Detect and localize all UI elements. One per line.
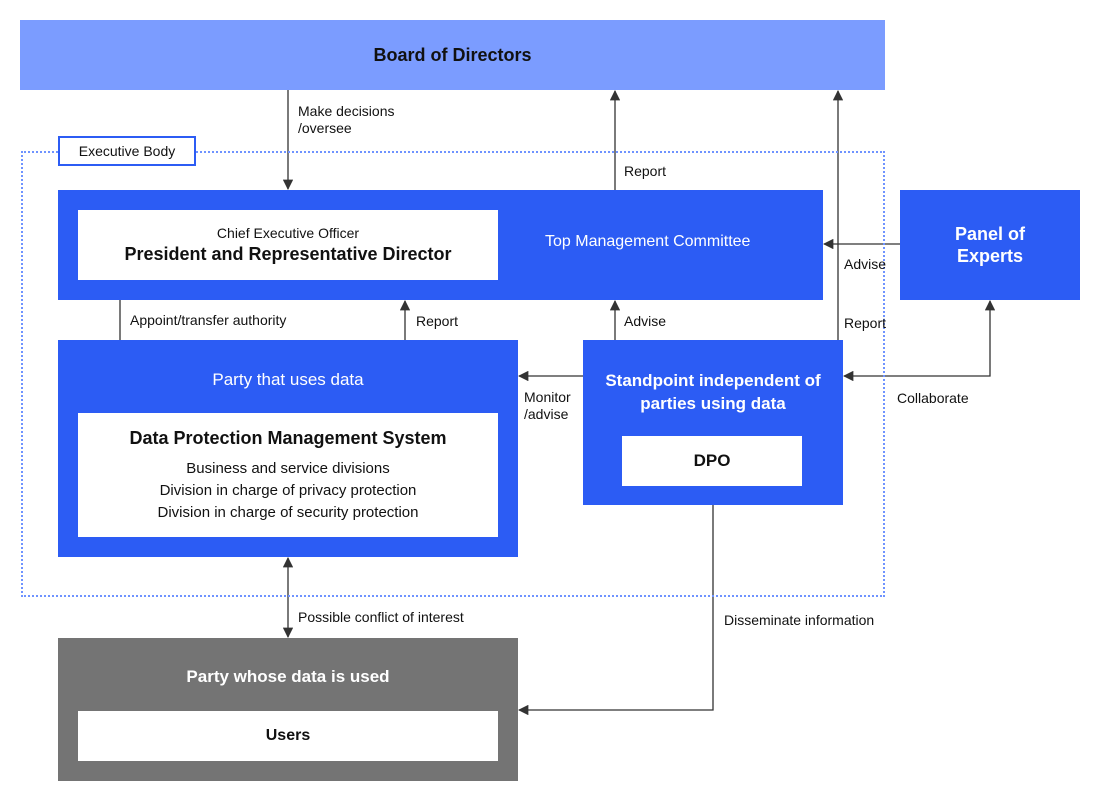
executive-body-label: Executive Body [58,136,196,166]
top-management-committee-label: Top Management Committee [545,233,751,250]
division-item: Division in charge of privacy protection [159,482,417,499]
executive-body-frame [21,151,885,597]
division-item: Business and service divisions [186,460,390,477]
data-user-title: Party that uses data [212,370,364,389]
arrow-collaborate [842,299,996,382]
ceo-subtitle: Chief Executive Officer [216,225,360,241]
edge-label-conflict: Possible conflict of interest [298,609,464,625]
edge-label-line: /oversee [298,120,352,136]
panel-of-experts-title: Panel of Experts [954,224,1025,266]
edge-label-line: Monitor [524,389,571,405]
independent-standpoint-title: Standpoint independent of parties using … [605,371,821,413]
data-protection-system-box: Data Protection Management System Busine… [78,413,498,537]
edge-label-report-to-board: Report [624,163,667,179]
edge-label-collaborate: Collaborate [897,390,969,406]
edge-label-advise-tmc: Advise [624,313,667,329]
data-protection-system-title: Data Protection Management System [129,428,447,448]
ceo-title: President and Representative Director [124,244,452,264]
edge-label-report-to-tmc: Report [416,313,459,329]
data-subject-title: Party whose data is used [186,667,390,686]
edge-label-appoint: Appoint/transfer authority [130,312,287,328]
edge-label-advise-panel: Advise [844,256,887,272]
edge-label-line: /advise [524,406,569,422]
ceo-box: Chief Executive Officer President and Re… [78,210,498,280]
edge-label-make-decisions: Make decisions /oversee [298,103,395,137]
edge-label-report-dpo: Report [844,315,887,331]
panel-of-experts-box: Panel of Experts [900,190,1080,300]
edge-label-monitor: Monitor /advise [524,389,571,423]
users-box: Users [78,711,498,761]
board-of-directors-box: Board of Directors [20,20,885,90]
board-title: Board of Directors [373,44,532,65]
arrow-disseminate [517,505,714,716]
dpo-box: DPO [622,436,802,486]
edge-label-line: Make decisions [298,103,395,119]
edge-label-disseminate: Disseminate information [724,612,875,628]
division-item: Division in charge of security protectio… [157,504,419,521]
